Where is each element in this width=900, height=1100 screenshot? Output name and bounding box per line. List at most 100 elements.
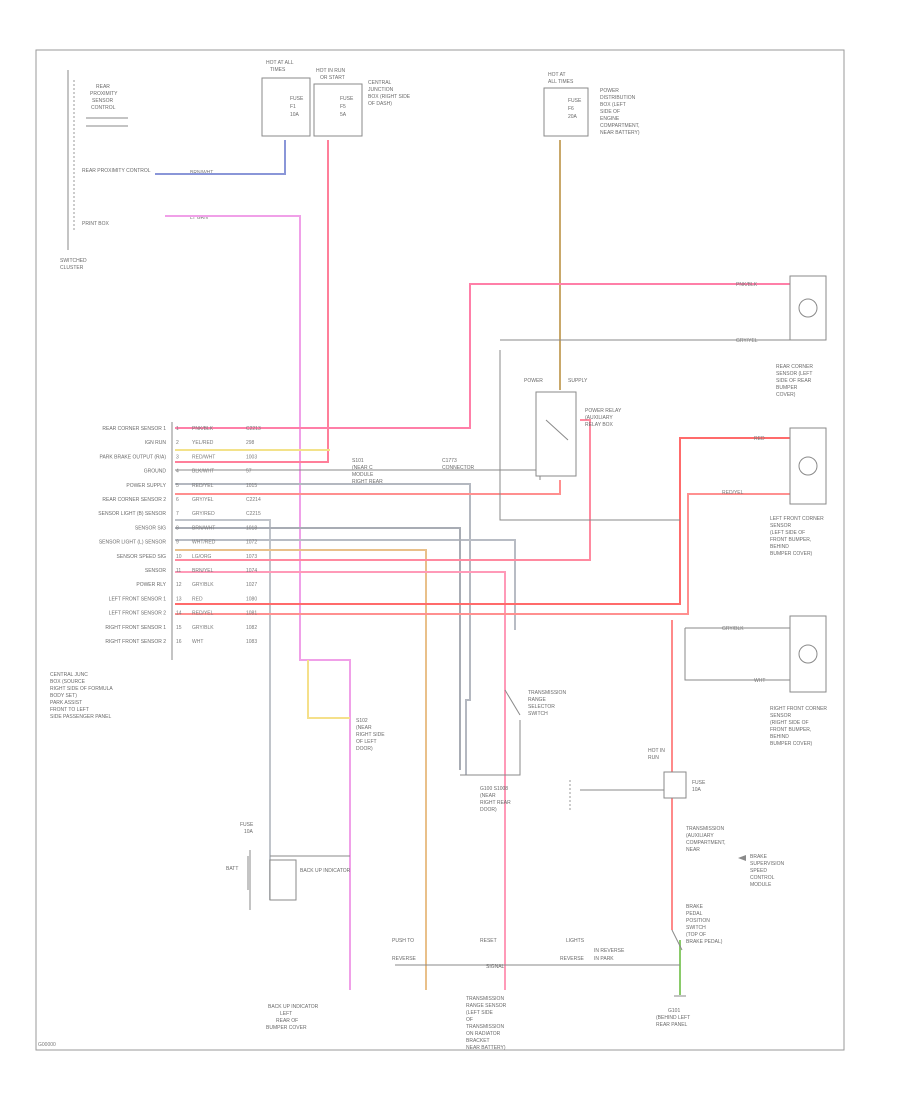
bottom-mid-3: (LEFT SIDE xyxy=(466,1010,494,1016)
right-relay-amp: 10A xyxy=(692,787,702,793)
module-pin-number: 15 xyxy=(176,625,182,631)
module-wire-color: RED/YEL xyxy=(192,611,214,617)
bottom-right-1: G101 xyxy=(668,1008,680,1014)
module-circuit-code: 1073 xyxy=(246,554,257,560)
module-circuit-name: PARK BRAKE OUTPUT (R/A) xyxy=(100,454,167,460)
module-wire-color: BRN/WHT xyxy=(192,525,215,531)
module-circuit-code: 1083 xyxy=(246,639,257,645)
right-switch-1: BRAKE xyxy=(686,904,704,910)
transmission-range-switch: TRANSMISSION RANGE SELECTOR SWITCH xyxy=(504,689,566,717)
sensor3-name-6: BUMPER COVER) xyxy=(770,741,813,747)
sensor1-name-1: REAR CORNER xyxy=(776,364,813,370)
bottom-right-3: REAR PANEL xyxy=(656,1022,688,1028)
left-block-3: BATT xyxy=(226,866,238,872)
module-circuit-name: SENSOR LIGHT (B) SENSOR xyxy=(98,511,166,517)
ground-splice-2: (NEAR xyxy=(480,793,496,799)
module-wire-color: LG/ORG xyxy=(192,554,212,560)
module-circuit-name: RIGHT FRONT SENSOR 1 xyxy=(105,625,166,631)
module-wire-color: BRN/YEL xyxy=(192,568,214,574)
bottom-mid-6: ON RADIATOR xyxy=(466,1031,501,1037)
right-mid-3: COMPARTMENT, xyxy=(686,840,726,846)
wire-gray-2 xyxy=(175,519,271,900)
bottom-left-1: BACK UP INDICATOR xyxy=(268,1004,319,1010)
rpc-note-1: SWITCHED xyxy=(60,258,87,264)
fuse3-side-5: ENGINE xyxy=(600,116,620,122)
rpc-wire-2: LT GRN xyxy=(190,215,208,221)
fuse3-side-6: COMPARTMENT, xyxy=(600,123,640,129)
module-notes: CENTRAL JUNC BOX (SOURCE RIGHT SIDE OF F… xyxy=(50,672,113,720)
module-circuit-name: LEFT FRONT SENSOR 2 xyxy=(109,611,167,617)
module-wire-color: GRY/BLK xyxy=(192,582,214,588)
module-wire-color: GRY/YEL xyxy=(192,497,214,503)
module-pin-number: 10 xyxy=(176,554,182,560)
sensor2-name-3: (LEFT SIDE OF xyxy=(770,530,805,536)
bot-row-2: RESET xyxy=(480,938,497,944)
fuse1-line-1: FUSE xyxy=(290,96,304,102)
sensor3-name-2: SENSOR xyxy=(770,713,792,719)
sensor3-name-5: BEHIND xyxy=(770,734,789,740)
bottom-mid-1: TRANSMISSION xyxy=(466,996,504,1002)
module-circuit-code: 1072 xyxy=(246,540,257,546)
bot-row-4: REVERSE xyxy=(392,956,417,962)
fuse2-side-3: BOX (RIGHT SIDE xyxy=(368,94,411,100)
module-circuit-code: C2213 xyxy=(246,426,261,432)
module-circuit-name: IGN RUN xyxy=(145,440,167,446)
brake-arrow-4: CONTROL xyxy=(750,875,775,881)
rpc-title-2: PROXIMITY xyxy=(90,91,118,97)
module-wire-color: YEL/RED xyxy=(192,440,214,446)
fuse2-side-1: CENTRAL xyxy=(368,80,392,86)
ground-splice-3: RIGHT REAR xyxy=(480,800,511,806)
bottom-mid-8: NEAR BATTERY) xyxy=(466,1045,506,1051)
right-switch-6: BRAKE PEDAL) xyxy=(686,939,723,945)
fuse-box-middle: HOT IN RUN OR START FUSE F5 5A CENTRAL J… xyxy=(313,68,411,137)
fuse3-side-2: DISTRIBUTION xyxy=(600,95,636,101)
fuse3-side-3: BOX (LEFT xyxy=(600,102,626,108)
module-circuit-code: 1018 xyxy=(246,525,257,531)
sensor-left-front: RED RED/YEL LEFT FRONT CORNER SENSOR (LE… xyxy=(722,427,827,557)
module-pin-number: 3 xyxy=(176,454,179,460)
relay-note-3: RELAY BOX xyxy=(585,422,614,428)
sensor1-name-3: SIDE OF REAR xyxy=(776,378,812,384)
fuse2-header-2: OR START xyxy=(320,75,345,81)
wire-red-3 xyxy=(175,419,591,561)
module-circuit-name: SENSOR SPEED SIG xyxy=(117,554,167,560)
fuse-box-left: HOT AT ALL TIMES FUSE F1 10A xyxy=(261,60,311,137)
module-circuit-code: 1080 xyxy=(246,596,257,602)
rpc-note-2: CLUSTER xyxy=(60,265,84,271)
rpc-title-4: CONTROL xyxy=(91,105,116,111)
bot-row-3: LIGHTS xyxy=(566,938,585,944)
sensor1-name-2: SENSOR (LEFT xyxy=(776,371,812,377)
sensor2-name-2: SENSOR xyxy=(770,523,792,529)
splice-a-4: RIGHT REAR xyxy=(352,479,383,485)
fuse2-header-1: HOT IN RUN xyxy=(316,68,345,74)
module-circuit-name: POWER RLY xyxy=(136,582,166,588)
relay-note-1: POWER RELAY xyxy=(585,408,622,414)
sensor2-wire-1: RED xyxy=(754,436,765,442)
module-circuit-name: LEFT FRONT SENSOR 1 xyxy=(109,596,167,602)
module-wire-color: GRY/BLK xyxy=(192,625,214,631)
module-wire-color: RED xyxy=(192,596,203,602)
right-relay-1: HOT IN xyxy=(648,748,665,754)
wire-red-fuse xyxy=(175,140,329,463)
bottom-mid-4: OF xyxy=(466,1017,473,1023)
wire-red-front-2 xyxy=(175,493,790,615)
module-note-6: FRONT TO LEFT xyxy=(50,707,89,713)
module-pin-number: 6 xyxy=(176,497,179,503)
module-pin-number: 5 xyxy=(176,483,179,489)
module-circuit-code: 298 xyxy=(246,440,255,446)
fuse3-line-1: FUSE xyxy=(568,98,582,104)
module-circuit-code: 57 xyxy=(246,469,252,475)
sensor1-wire-1: PNK/BLK xyxy=(736,282,758,288)
bot-row-1: PUSH TO xyxy=(392,938,414,944)
right-relay-2: RUN xyxy=(648,755,659,761)
rpc-item-2: PRINT BOX xyxy=(82,221,110,227)
module-circuit-code: 1081 xyxy=(246,611,257,617)
right-lower-components: HOT IN RUN FUSE 10A TRANSMISSION (AUXILI… xyxy=(569,748,784,1028)
right-mid-2: (AUXILIARY xyxy=(686,833,714,839)
module-pin-number: 14 xyxy=(176,611,182,617)
module-circuit-name: POWER SUPPLY xyxy=(126,483,166,489)
module-pin-number: 16 xyxy=(176,639,182,645)
module-circuit-code: 1082 xyxy=(246,625,257,631)
module-note-2: BOX (SOURCE xyxy=(50,679,86,685)
